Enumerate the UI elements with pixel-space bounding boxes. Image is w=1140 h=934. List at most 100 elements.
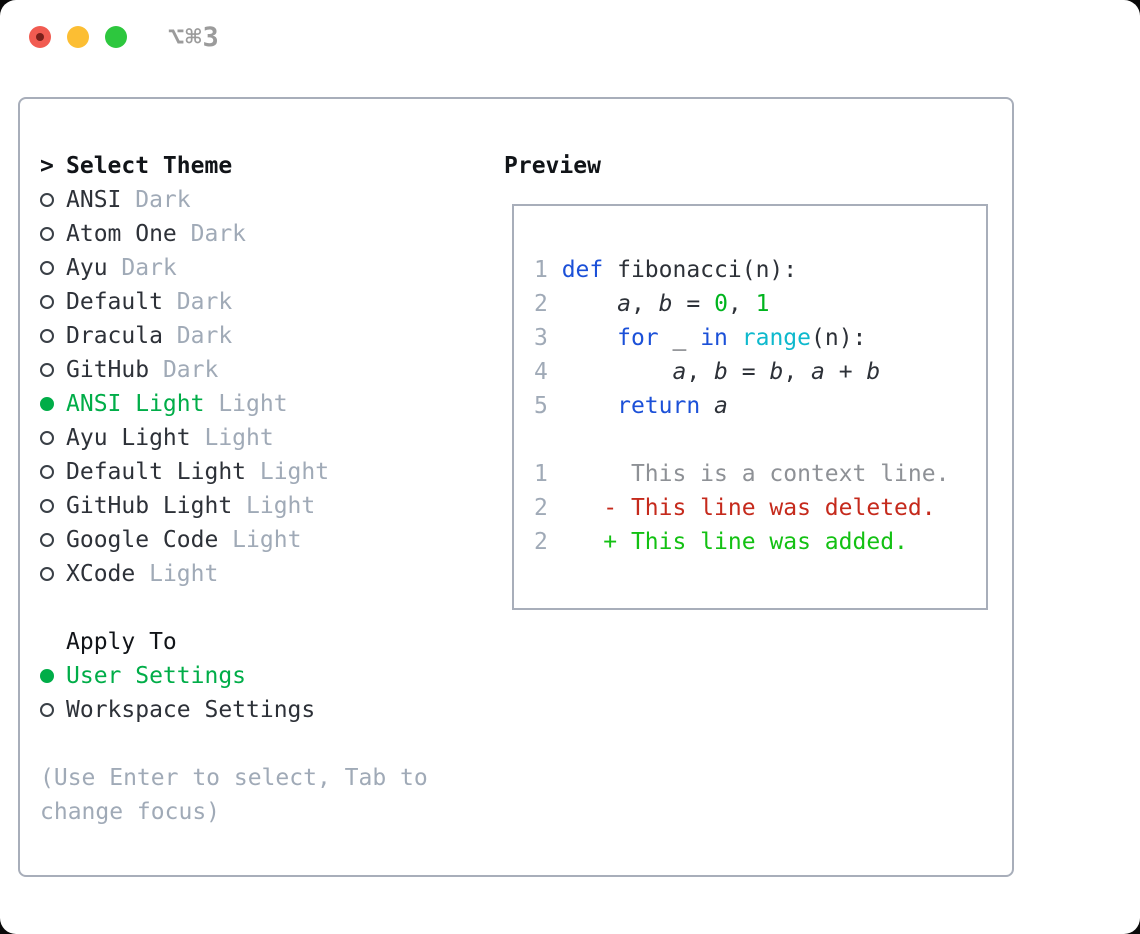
theme-variant-label: Light [204,391,288,417]
code-token: b [714,359,728,385]
line-number: 4 [534,359,562,385]
line-number: 1 [534,257,562,283]
code-token [562,393,617,419]
code-token: - This line was deleted. [561,495,936,521]
apply-to-title: Apply To [66,629,177,655]
theme-option-xcode[interactable]: XCode Light [40,557,470,591]
radio-icon [40,227,54,241]
code-token: + [824,359,867,385]
code-token [562,359,673,385]
code-token: = [672,291,715,317]
code-token: a [617,291,631,317]
option-label: GitHub Light [66,493,233,519]
theme-option-google-code[interactable]: Google Code Light [40,523,470,557]
code-token: + This line was added. [561,529,908,555]
zoom-button-icon[interactable] [105,26,127,48]
theme-option-default-light[interactable]: Default Light Light [40,455,470,489]
apply-option-user-settings[interactable]: User Settings [40,659,470,693]
radio-icon [40,499,54,513]
titlebar: ⌥⌘3 [0,0,1140,72]
code-token [700,393,714,419]
code-token: b [658,291,673,317]
code-token: a [672,359,687,385]
option-label: ANSI Light [66,391,205,417]
code-token: a [714,393,728,419]
close-dot-icon [36,33,44,41]
theme-variant-label: Dark [107,255,177,281]
option-label: XCode [66,561,136,587]
radio-icon [40,431,54,445]
theme-variant-label: Dark [149,357,219,383]
option-label: Workspace Settings [66,697,316,723]
close-button-icon[interactable] [29,26,51,48]
radio-icon [40,567,54,581]
theme-variant-label: Dark [176,221,247,247]
preview-panel: Preview 1 def fibonacci(n):2 a, b = 0, 1… [504,149,1004,610]
code-line-3: 3 for _ in range(n): [534,321,986,355]
theme-option-github-light[interactable]: GitHub Light Light [40,489,470,523]
option-label: Ayu [66,255,108,281]
theme-option-ansi-light[interactable]: ANSI Light Light [40,387,470,421]
theme-option-dracula[interactable]: Dracula Dark [40,319,470,353]
code-blank-line [534,423,986,457]
theme-option-ayu-light[interactable]: Ayu Light Light [40,421,470,455]
code-token: , [727,291,756,317]
select-theme-header: >Select Theme [40,149,470,183]
code-token: This is a context line. [561,461,950,487]
radio-icon [40,261,54,275]
line-number: 3 [534,325,562,351]
code-token: , [686,359,715,385]
code-line-2: 2 a, b = 0, 1 [534,287,986,321]
code-token [728,325,742,351]
line-number: 1 [534,461,562,487]
code-token: 0 [714,291,728,317]
code-token: fibonacci(n): [603,257,798,283]
line-number: 5 [534,393,562,419]
radio-icon [40,193,54,207]
line-number: 2 [534,495,562,521]
radio-icon [40,329,54,343]
code-token [562,325,617,351]
option-label: Dracula [66,323,163,349]
code-token: 1 [755,291,770,317]
theme-variant-label: Light [218,527,302,553]
code-line-8: 2 - This line was deleted. [534,491,986,525]
option-label: Default [66,289,163,315]
code-token: range [741,325,811,351]
radio-icon [40,703,54,717]
code-token: in [700,325,728,351]
theme-option-ansi[interactable]: ANSI Dark [40,183,470,217]
spacer [40,727,470,761]
theme-option-ayu[interactable]: Ayu Dark [40,251,470,285]
code-token: = [727,359,770,385]
code-line-9: 2 + This line was added. [534,525,986,559]
option-label: User Settings [66,663,247,689]
code-line-7: 1 This is a context line. [534,457,986,491]
option-label: GitHub [66,357,150,383]
apply-to-header: Apply To [40,625,470,659]
theme-option-atom-one[interactable]: Atom One Dark [40,217,470,251]
option-label: ANSI [66,187,122,213]
theme-variant-label: Dark [162,323,233,349]
theme-option-github[interactable]: GitHub Dark [40,353,470,387]
minimize-button-icon[interactable] [67,26,89,48]
preview-header: Preview [504,149,1004,183]
radio-icon [40,295,54,309]
apply-option-workspace-settings[interactable]: Workspace Settings [40,693,470,727]
code-token: , [630,291,659,317]
line-number: 2 [534,529,562,555]
code-line-1: 1 def fibonacci(n): [534,253,986,287]
select-theme-title: Select Theme [66,153,233,179]
radio-icon [40,533,54,547]
theme-variant-label: Light [135,561,219,587]
theme-variant-label: Light [246,459,330,485]
option-label: Ayu Light [66,425,191,451]
theme-option-default[interactable]: Default Dark [40,285,470,319]
